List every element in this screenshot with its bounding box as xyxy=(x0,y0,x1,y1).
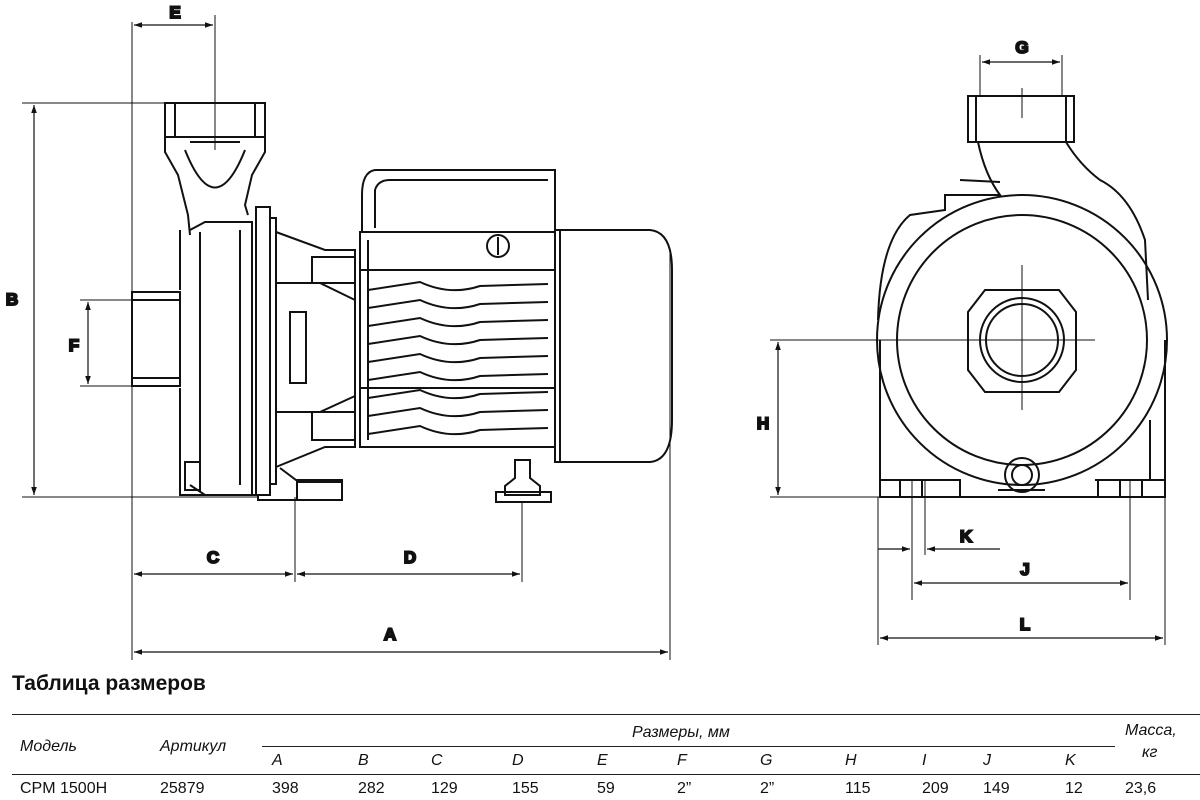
row-value-G: 2” xyxy=(760,780,775,797)
dim-label-B: B xyxy=(6,290,18,309)
row-mass: 23,6 xyxy=(1125,780,1157,797)
dim-label-D: D xyxy=(404,548,416,567)
dim-label-L: L xyxy=(1020,615,1030,634)
row-value-J: 149 xyxy=(983,780,1010,797)
side-centerlines xyxy=(22,15,671,660)
dim-label-A: A xyxy=(384,625,396,644)
col-header-I: I xyxy=(922,752,927,769)
table-header-rule xyxy=(12,774,1200,775)
pump-side-view xyxy=(131,102,673,503)
dim-label-H: H xyxy=(757,414,769,433)
dim-label-F: F xyxy=(69,336,79,355)
row-value-D: 155 xyxy=(512,780,539,797)
dim-label-J: J xyxy=(1020,560,1029,579)
table-title: Таблица размеров xyxy=(12,672,206,695)
row-value-C: 129 xyxy=(431,780,458,797)
header-dimensions: Размеры, мм xyxy=(632,724,730,741)
row-value-E: 59 xyxy=(597,780,615,797)
table-top-rule xyxy=(12,714,1200,715)
col-header-K: K xyxy=(1065,752,1076,769)
col-header-G: G xyxy=(760,752,773,769)
front-centerlines xyxy=(770,55,1166,645)
dim-label-E: E xyxy=(169,3,180,22)
row-article: 25879 xyxy=(160,780,205,797)
row-value-B: 282 xyxy=(358,780,385,797)
row-value-H: 115 xyxy=(845,780,871,797)
col-header-E: E xyxy=(597,752,608,769)
header-model: Модель xyxy=(20,738,77,755)
col-header-D: D xyxy=(512,752,524,769)
dim-label-G: G xyxy=(1015,38,1028,57)
row-model: CPM 1500H xyxy=(20,780,108,797)
row-value-A: 398 xyxy=(272,780,299,797)
front-dimension-lines xyxy=(775,59,1163,641)
pump-technical-drawing: E B F C D A G H K J L xyxy=(5,2,1168,660)
header-mass-unit: кг xyxy=(1142,744,1158,761)
row-value-I: 209 xyxy=(922,780,949,797)
col-header-F: F xyxy=(677,752,687,769)
col-header-A: A xyxy=(272,752,283,769)
dimensions-table: Модель Артикул Размеры, мм Масса, кг A B… xyxy=(0,712,1200,800)
header-article: Артикул xyxy=(160,738,227,755)
row-value-F: 2” xyxy=(677,780,692,797)
col-header-J: J xyxy=(983,752,991,769)
dim-label-K: K xyxy=(960,527,973,546)
dim-label-C: C xyxy=(207,548,219,567)
col-header-C: C xyxy=(431,752,443,769)
table-subheader-rule xyxy=(262,746,1115,747)
side-dimension-lines xyxy=(31,22,668,655)
header-mass: Масса, xyxy=(1125,722,1177,739)
row-value-K: 12 xyxy=(1065,780,1083,797)
col-header-H: H xyxy=(845,752,857,769)
col-header-B: B xyxy=(358,752,369,769)
